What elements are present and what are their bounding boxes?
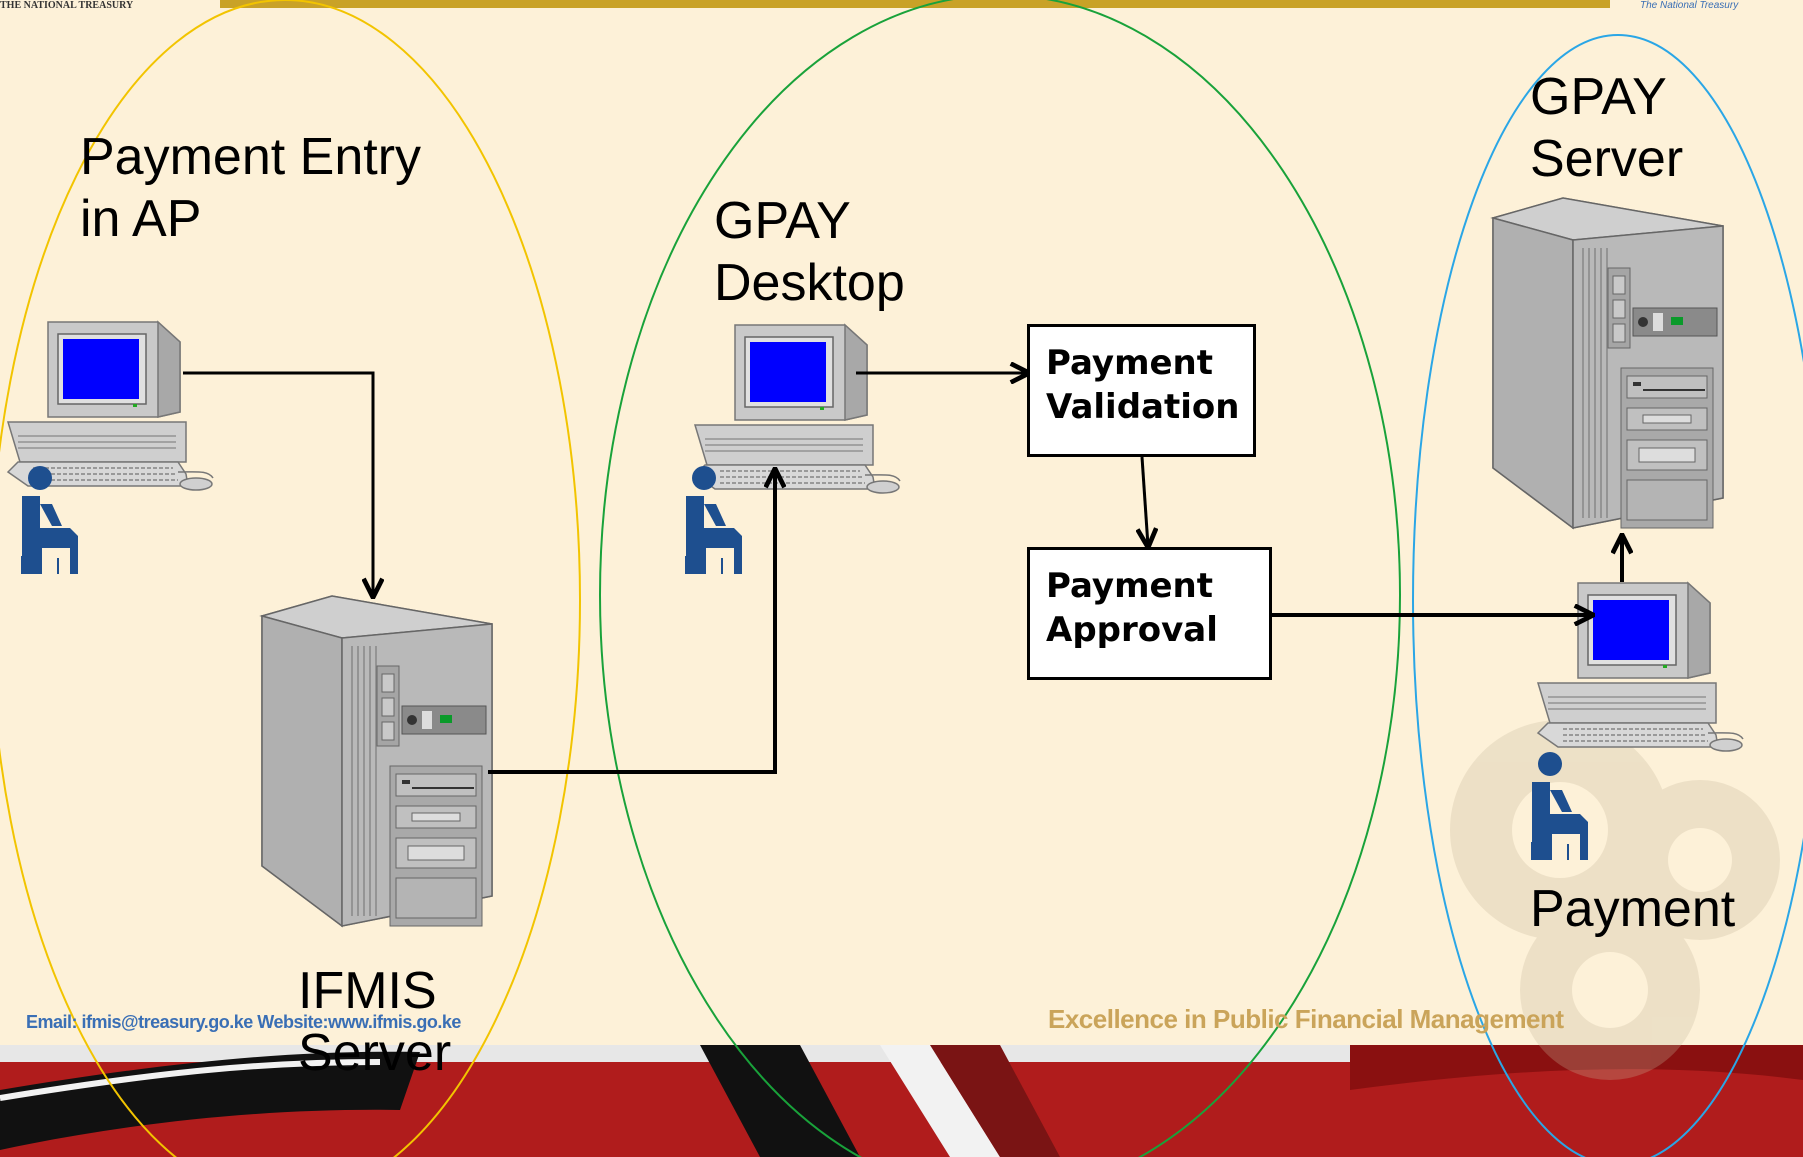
- label-gpay-server: GPAY Server: [1530, 68, 1684, 188]
- header-bar: [220, 0, 1610, 8]
- payment-desktop-icon: [1537, 582, 1744, 752]
- gpay-desktop-icon: [694, 324, 901, 494]
- payment-validation-box: Payment Validation: [1027, 324, 1256, 457]
- arrow-validation-to-approval: [1142, 456, 1148, 546]
- label-payment-entry: Payment Entry in AP: [80, 128, 422, 248]
- footer-contact: Email: ifmis@treasury.go.ke Website:www.…: [26, 1012, 461, 1032]
- payment-approval-box: Payment Approval: [1027, 547, 1272, 680]
- arrow-ap-to-ifmis: [183, 371, 373, 596]
- ap-ellipse: [0, 0, 581, 1157]
- label-ifmis-server: IFMIS Server: [298, 962, 452, 1082]
- label-gpay-desktop: GPAY Desktop: [714, 192, 905, 312]
- gpay-server-icon: [1492, 197, 1724, 529]
- gpay-server-ellipse: [1412, 34, 1803, 1157]
- gpay-desktop-ellipse: [599, 0, 1401, 1157]
- footer-banner: [0, 1045, 1803, 1157]
- footer-motto: Excellence in Public Financial Managemen…: [1048, 1004, 1564, 1034]
- ap-desktop-icon: [7, 321, 214, 491]
- ifmis-server-icon: [261, 595, 493, 927]
- left-brand-text: THE NATIONAL TREASURY: [0, 0, 134, 11]
- arrow-ifmis-to-gpay-desktop: [488, 470, 775, 774]
- right-brand-text: The National Treasury: [1640, 0, 1739, 11]
- label-payment: Payment: [1530, 880, 1736, 938]
